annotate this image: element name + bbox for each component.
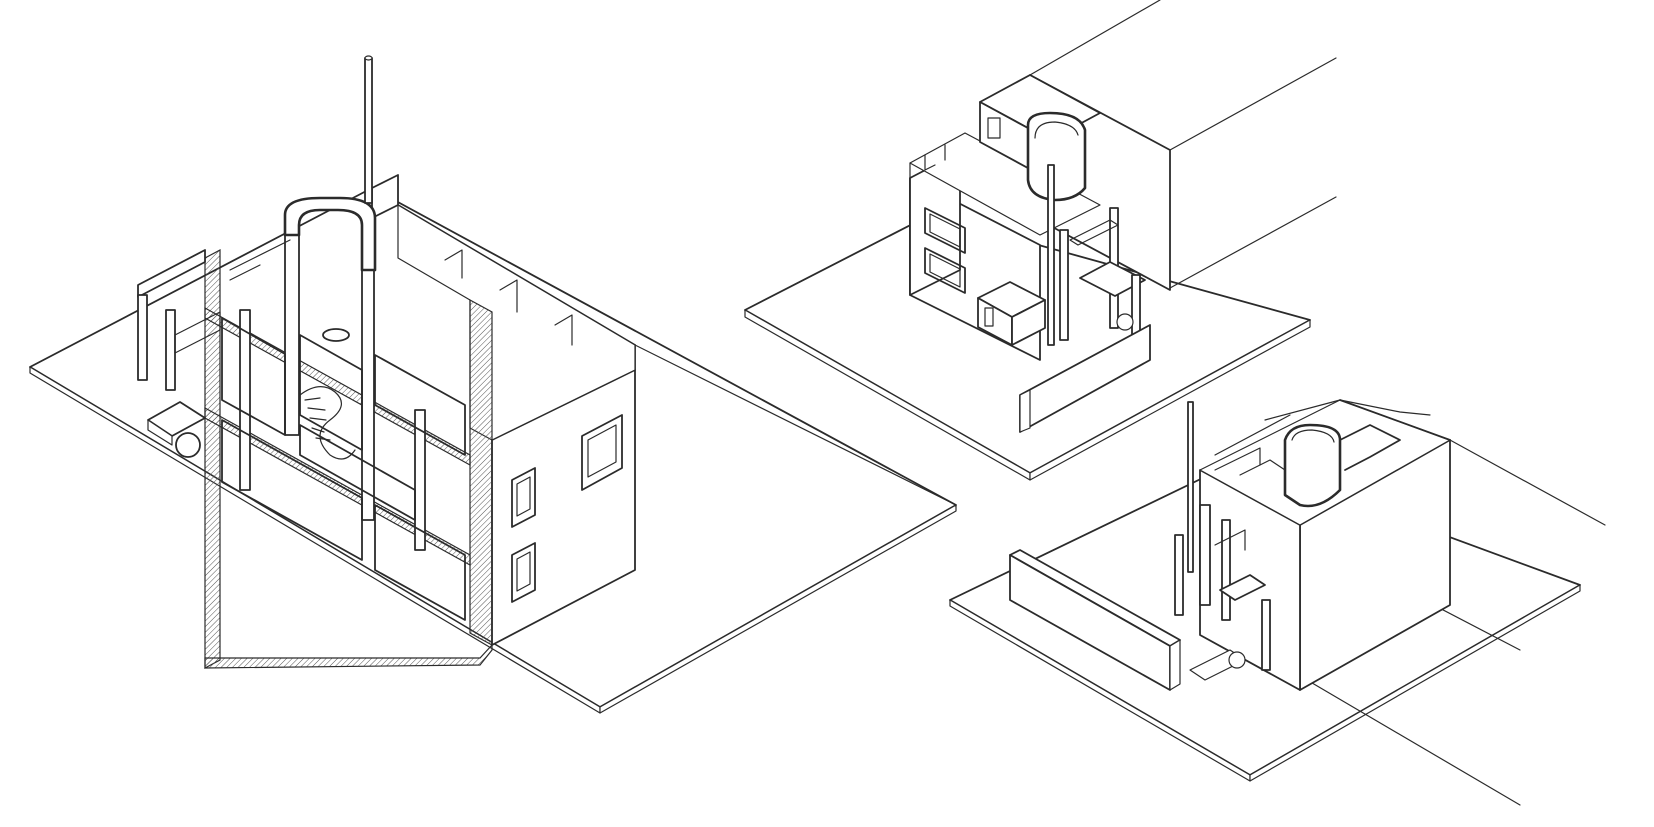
freestanding-wall-rear (1009, 549, 1181, 691)
rear-axonometric-view (949, 399, 1606, 806)
extension-line (1029, 0, 1161, 76)
side-window-lower (511, 542, 536, 603)
extension-line (1289, 669, 1521, 806)
extension-line (1449, 439, 1606, 526)
stair-drum (283, 196, 377, 342)
house-block-front (909, 74, 1171, 361)
flue-pole (364, 55, 373, 204)
extension-line (1169, 57, 1337, 151)
skylight-oval (322, 328, 350, 342)
house-side-wall (491, 369, 636, 646)
entry-sphere (175, 432, 201, 458)
entry-frame (137, 239, 291, 458)
sectional-axonometric-view (29, 55, 957, 714)
section-cut (204, 174, 636, 669)
house-block-rear (1174, 399, 1451, 691)
front-axonometric-view (744, 0, 1337, 481)
spiral-stair (299, 386, 356, 460)
side-window-middle (511, 467, 536, 528)
extension-line (1169, 196, 1337, 289)
freestanding-wall-front (1019, 324, 1151, 433)
side-window-upper (581, 414, 623, 491)
